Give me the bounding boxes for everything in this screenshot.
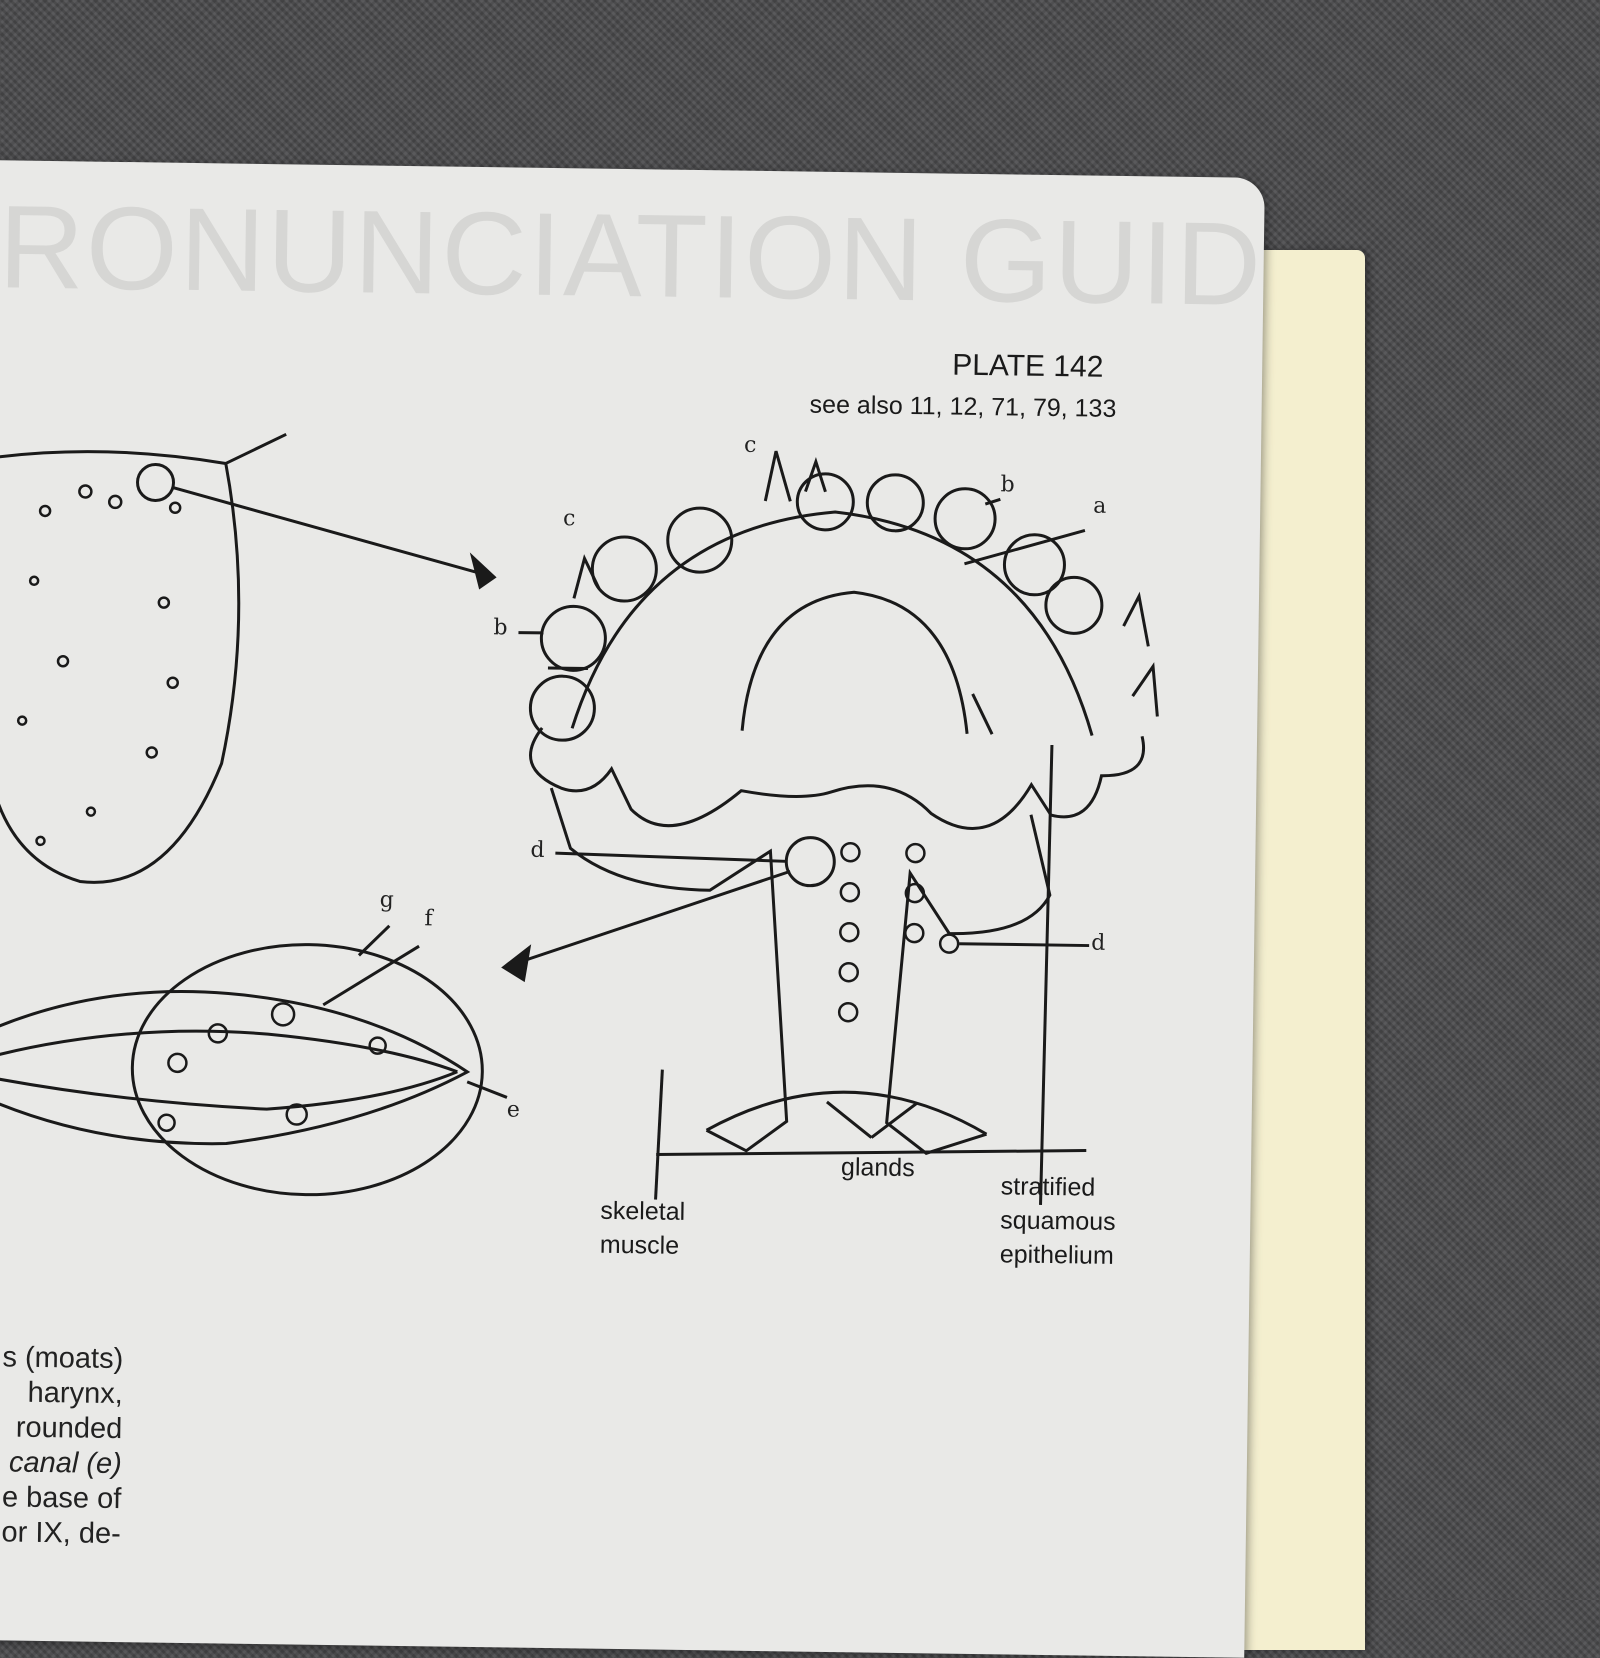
text-line: e base of <box>0 1480 122 1517</box>
text-line: or IX, de- <box>0 1515 121 1552</box>
book-page: RONUNCIATION GUID PLATE 142 see also 11,… <box>0 160 1265 1658</box>
label-b: b <box>1000 472 1014 497</box>
label-c: c <box>744 433 757 458</box>
taste-bud-illustration <box>0 160 1265 1658</box>
label-line: stratified <box>1001 1169 1117 1205</box>
label-line: epithelium <box>1000 1237 1116 1273</box>
label-line: skeletal <box>600 1194 685 1229</box>
text-line: s (moats) <box>0 1340 124 1377</box>
label-d: d <box>530 838 544 863</box>
body-text: s (moats) harynx, rounded canal (e) e ba… <box>0 1340 124 1552</box>
label-line: muscle <box>600 1228 685 1263</box>
glands-label: glands <box>841 1150 915 1185</box>
epithelium-label: stratified squamous epithelium <box>1000 1169 1117 1273</box>
text-line: canal (e) <box>0 1445 122 1482</box>
label-c: c <box>563 506 576 531</box>
tongue-drawing <box>0 450 241 884</box>
text-line: rounded <box>0 1410 123 1447</box>
label-b: b <box>493 615 507 640</box>
label-f: f <box>424 906 433 931</box>
skeletal-muscle-label: skeletal muscle <box>600 1194 686 1263</box>
label-d: d <box>1091 931 1105 956</box>
label-g: g <box>380 888 394 913</box>
text-line: harynx, <box>0 1375 123 1412</box>
label-e: e <box>507 1097 520 1122</box>
label-line: squamous <box>1000 1203 1116 1239</box>
label-a: a <box>1093 494 1106 519</box>
